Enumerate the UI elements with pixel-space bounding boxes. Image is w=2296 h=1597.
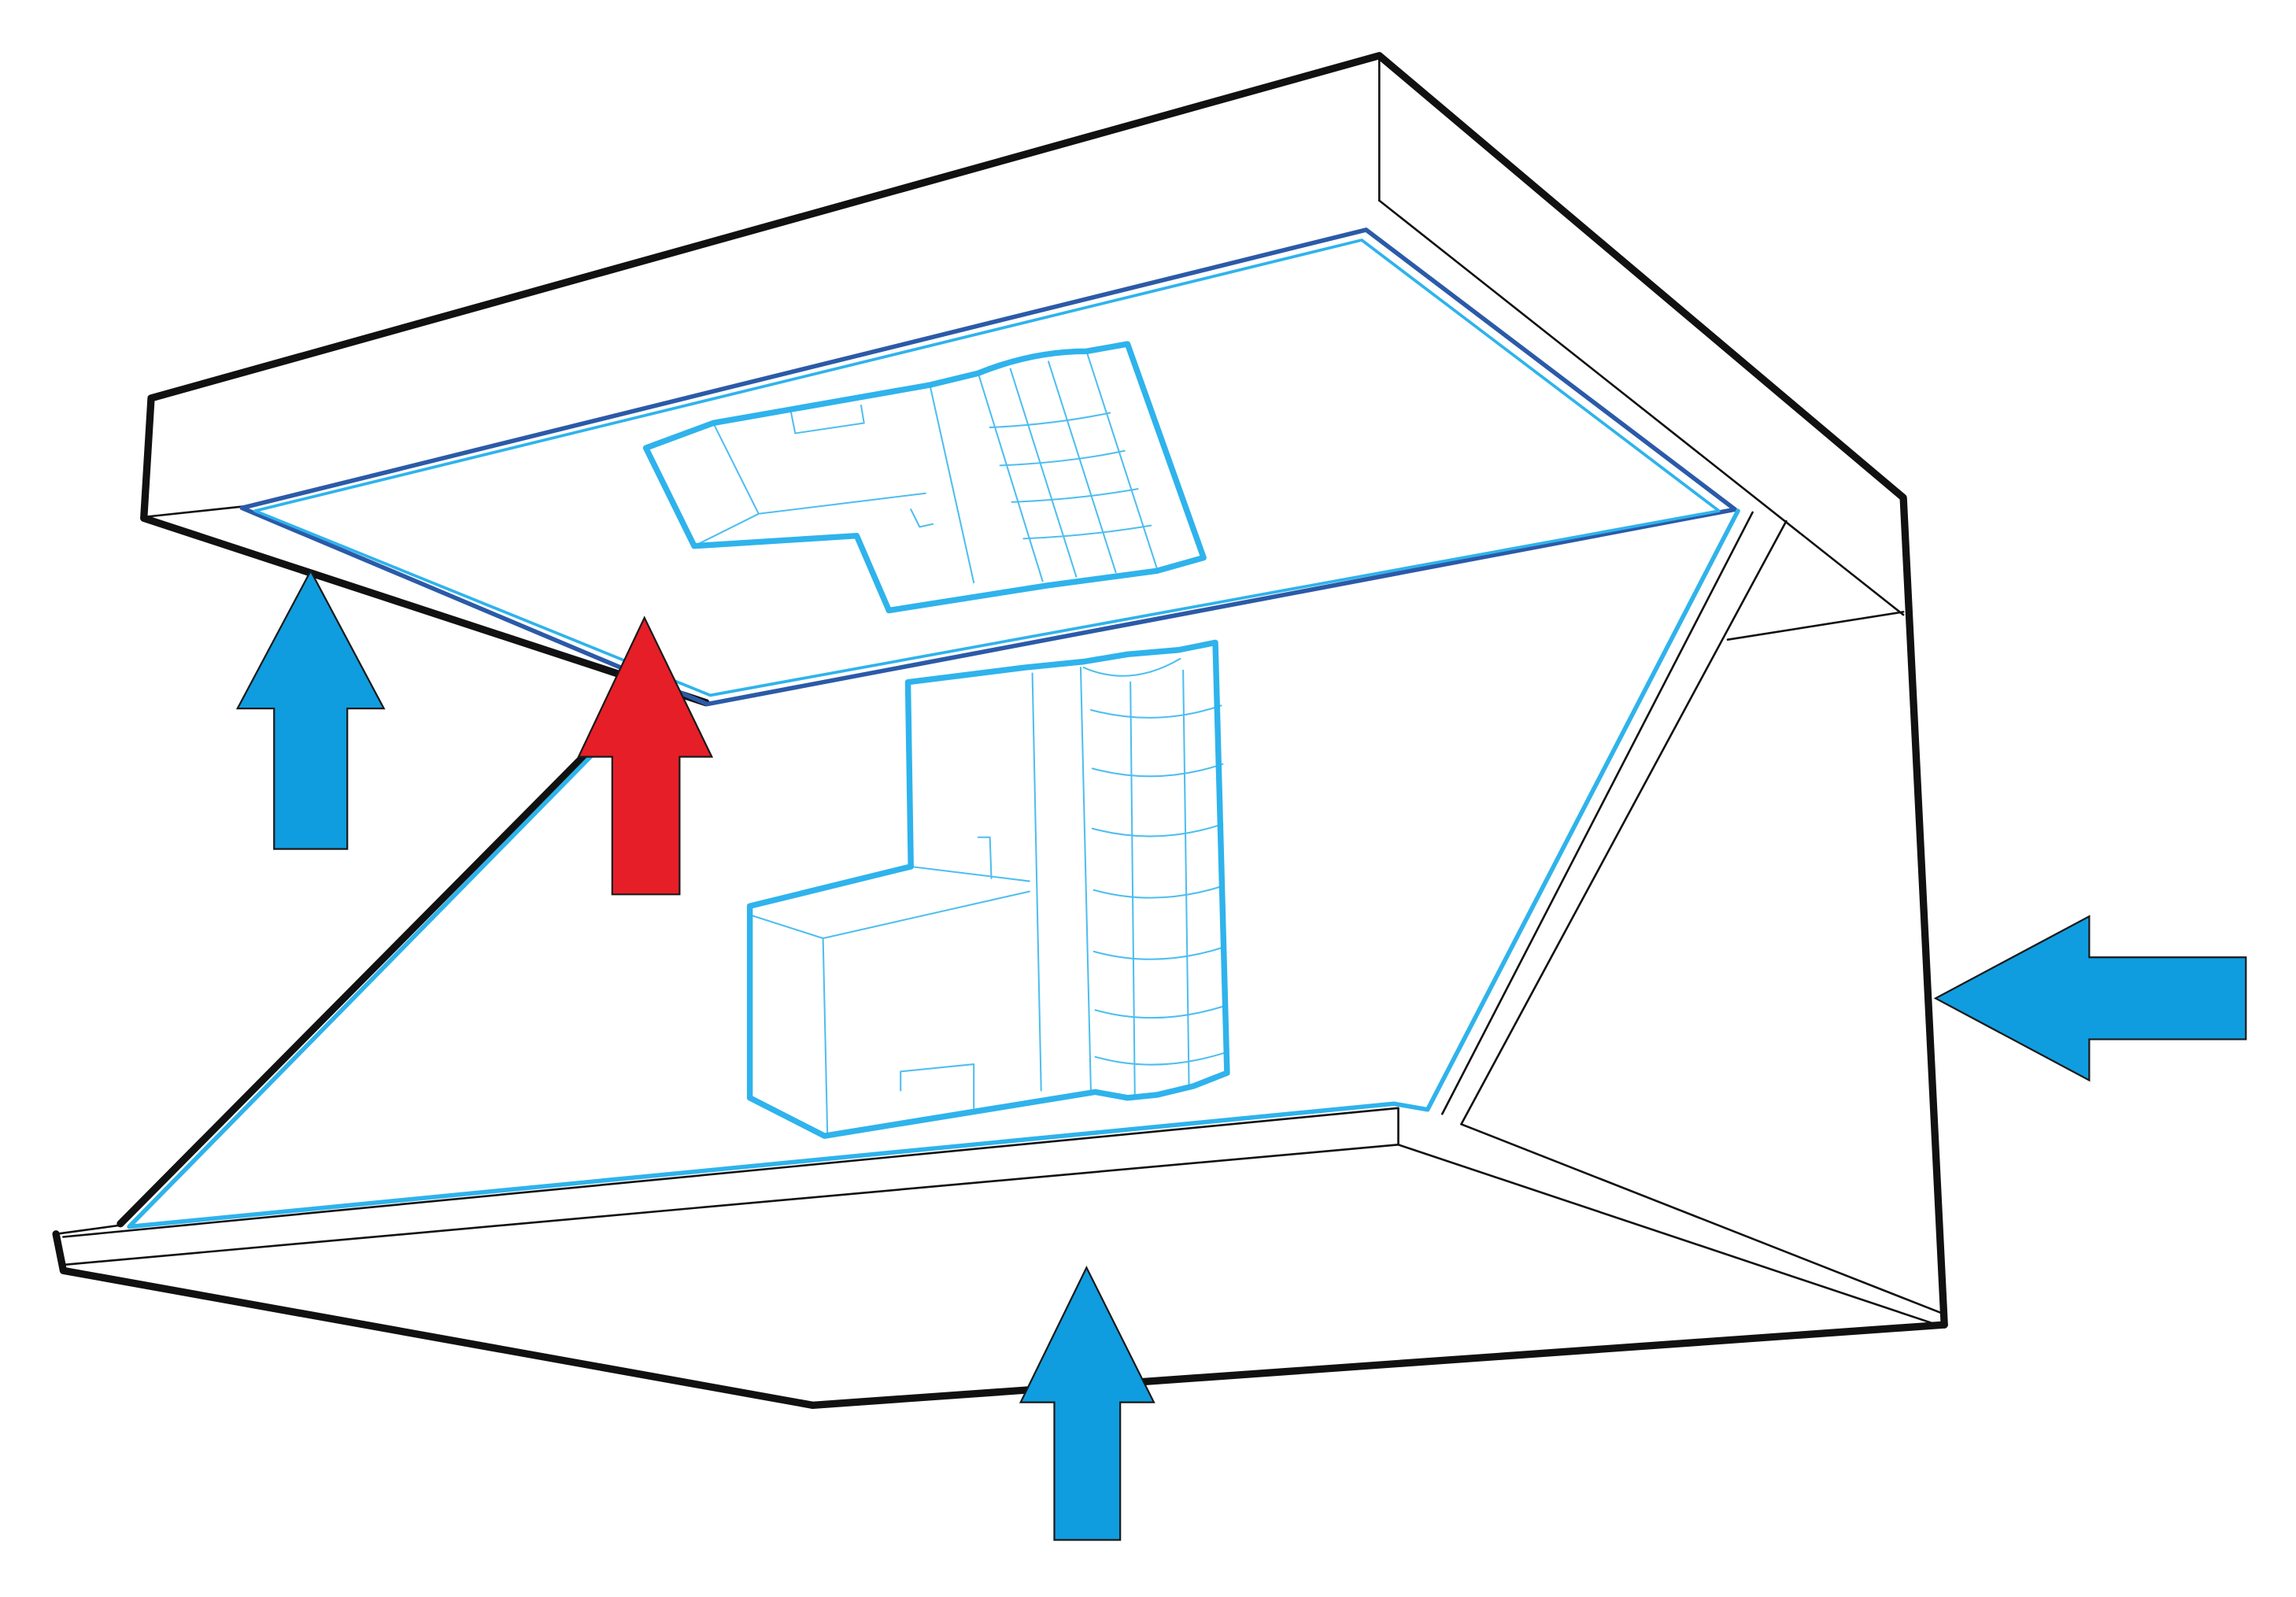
airflow-bottom-up-arrow-icon [1021, 1268, 1154, 1540]
lower-reflection-outline [750, 642, 1227, 1136]
airflow-up-arrow-icon [238, 571, 384, 848]
canopy-outline [144, 56, 1945, 1325]
hood-right-frame-lines [1442, 512, 1903, 1124]
lower-reflection-details [750, 659, 1226, 1134]
filter-panel-outer-edge [242, 230, 1735, 704]
hood-left-slanted-edge [120, 732, 608, 1224]
airflow-left-arrow-icon [1936, 916, 2246, 1080]
upper-reflection-outline [646, 344, 1204, 610]
filter-panel [242, 230, 1735, 704]
canopy-outer-edge [144, 56, 1945, 1325]
canopy-inner-right-edge [1379, 201, 1903, 615]
lower-appliance-reflection [750, 642, 1227, 1136]
canopy-inner-front-edge [146, 506, 243, 516]
hood-bottom-edge [56, 1234, 1944, 1406]
upper-appliance-reflection [646, 344, 1204, 610]
